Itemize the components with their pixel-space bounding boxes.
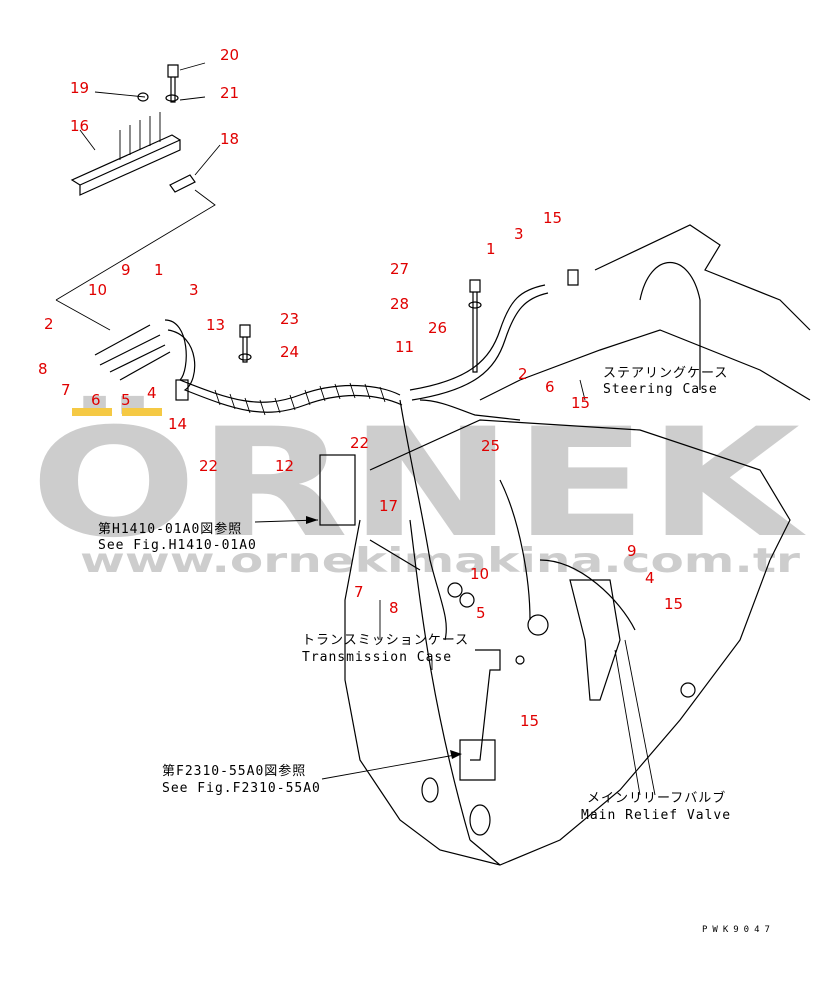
callout-number: 12 [275,457,294,475]
svg-text:www.ornekimakina.com.tr: www.ornekimakina.com.tr [80,541,800,581]
callout-numbers: 20 19 21 16 18 9 1 10 3 2 13 23 24 8 7 6… [38,46,683,730]
callout-number: 23 [280,310,299,328]
callout-number: 22 [350,434,369,452]
callout-number: 15 [543,209,562,227]
junction-block-inset [55,62,221,331]
see-fig-f2310-en: See Fig.F2310-55A0 [162,781,321,796]
callout-number: 3 [514,225,524,243]
callout-number: 2 [518,365,528,383]
steering-case-jp: ステアリングケース [603,366,728,381]
callout-number: 7 [61,381,71,399]
callout-number: 6 [545,378,555,396]
main-relief-valve-jp: メインリリーフバルブ [587,790,726,806]
callout-number: 24 [280,343,299,361]
callout-number: 14 [168,415,187,433]
callout-number: 6 [91,391,101,409]
steering-case-en: Steering Case [603,382,718,397]
callout-number: 25 [481,437,500,455]
drawing-code: PWK9047 [702,925,775,935]
leader-lines [254,379,656,796]
callout-number: 18 [220,130,239,148]
callout-number: 9 [627,542,637,560]
callout-number: 28 [390,295,409,313]
callout-number: 10 [470,565,489,583]
callout-number: 1 [154,261,164,279]
callout-number: 4 [645,569,655,587]
callout-number: 10 [88,281,107,299]
transmission-case-jp: トランスミッションケース [302,633,469,648]
callout-number: 1 [486,240,496,258]
callout-number: 5 [476,604,486,622]
annotation-notes: 第H1410-01A0図参照 See Fig.H1410-01A0 第F2310… [98,366,775,935]
callout-number: 11 [395,338,414,356]
see-fig-h1410-jp: 第H1410-01A0図参照 [98,521,242,537]
callout-number: 9 [121,261,131,279]
main-relief-valve-en: Main Relief Valve [581,808,731,823]
hose-bundle [94,319,403,416]
callout-number: 15 [520,712,539,730]
callout-number: 4 [147,384,157,402]
callout-number: 15 [571,394,590,412]
callout-number: 7 [354,583,364,601]
see-fig-h1410-en: See Fig.H1410-01A0 [98,538,257,553]
callout-number: 20 [220,46,239,64]
transmission-case [319,224,811,866]
callout-number: 16 [70,117,89,135]
callout-number: 8 [38,360,48,378]
callout-number: 22 [199,457,218,475]
callout-number: 21 [220,84,239,102]
callout-number: 3 [189,281,199,299]
watermark: ÖRNEK www.ornekimakina.com.tr [30,395,806,581]
callout-number: 19 [70,79,89,97]
callout-number: 13 [206,316,225,334]
callout-number: 2 [44,315,54,333]
callout-number: 8 [389,599,399,617]
svg-text:ÖRNEK: ÖRNEK [30,395,806,571]
see-fig-f2310-jp: 第F2310-55A0図参照 [162,763,306,779]
callout-number: 15 [664,595,683,613]
transmission-case-en: Transmission Case [302,650,452,665]
callout-number: 26 [428,319,447,337]
callout-number: 5 [121,391,131,409]
callout-number: 27 [390,260,409,278]
callout-number: 17 [379,497,398,515]
